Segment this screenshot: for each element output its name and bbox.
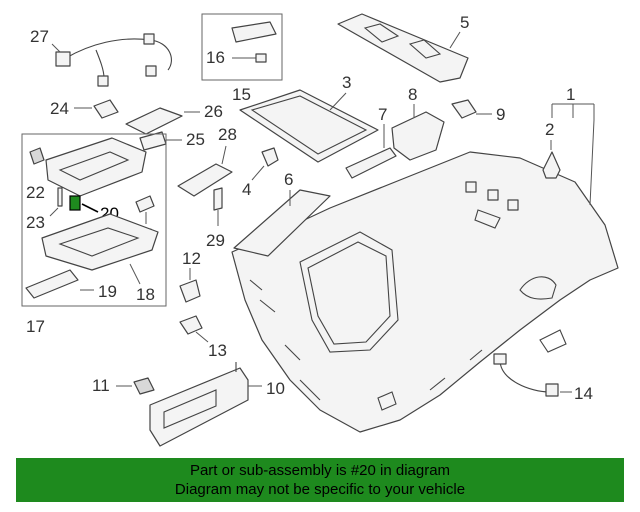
callout-22: 22	[26, 183, 45, 202]
screw-part-23	[57, 187, 63, 207]
clip-part-4	[261, 147, 279, 167]
part-24	[93, 99, 119, 119]
banner-line-2: Diagram may not be specific to your vehi…	[174, 481, 466, 498]
part-22	[29, 147, 45, 165]
assembly-box-17	[21, 133, 167, 307]
lens-part-19	[25, 269, 79, 299]
info-banner: Part or sub-assembly is #20 in diagram D…	[16, 458, 624, 502]
sunroof-panel-part-3	[239, 89, 379, 163]
callout-8: 8	[408, 85, 417, 104]
callout-29: 29	[206, 231, 225, 250]
bulb-part-16	[255, 53, 267, 63]
callout-14: 14	[574, 384, 593, 403]
callout-13: 13	[208, 341, 227, 360]
assembly-box-15	[201, 13, 283, 81]
callout-1: 1	[566, 85, 575, 104]
sun-visor-part-10	[149, 362, 249, 447]
part-12	[179, 279, 201, 303]
console-upper-part	[45, 137, 147, 197]
callout-24: 24	[50, 99, 69, 118]
part-25	[139, 131, 167, 151]
callout-27: 27	[30, 27, 49, 46]
callout-11: 11	[92, 376, 110, 395]
callout-7: 7	[378, 105, 387, 124]
callout-9: 9	[496, 105, 505, 124]
callout-5: 5	[460, 13, 469, 32]
headliner-part	[231, 151, 619, 433]
part-29	[213, 187, 223, 211]
console-lower-part-18	[41, 213, 159, 271]
callout-26: 26	[204, 102, 223, 121]
callout-17: 17	[26, 317, 45, 336]
highlighted-part-20	[69, 195, 99, 213]
callout-10: 10	[266, 379, 285, 398]
part-21	[135, 195, 155, 213]
part-9	[451, 99, 477, 119]
callout-18: 18	[136, 285, 155, 304]
part-28	[177, 163, 233, 197]
parts-diagram: 1 2 3 4 5 6 7 8 9 10 11 12	[21, 13, 619, 447]
roof-rail-part-5	[337, 13, 469, 83]
visor-clip-part-11	[133, 377, 155, 395]
callout-12: 12	[182, 249, 201, 268]
lamp-part-15	[231, 21, 277, 43]
callout-19: 19	[98, 282, 117, 301]
bracket-part-6	[233, 189, 331, 257]
callout-25: 25	[186, 130, 205, 149]
callout-3: 3	[342, 73, 351, 92]
part-7	[345, 147, 397, 179]
callout-6: 6	[284, 170, 293, 189]
bracket-part-26	[125, 107, 183, 135]
callout-4: 4	[242, 180, 251, 199]
banner-line-1: Part or sub-assembly is #20 in diagram	[189, 462, 451, 479]
callout-16: 16	[206, 48, 225, 67]
callout-2: 2	[545, 120, 554, 139]
callout-28: 28	[218, 125, 237, 144]
clip-part-2	[542, 151, 561, 179]
callout-15: 15	[232, 85, 251, 104]
part-13	[179, 315, 203, 335]
wire-part-14	[493, 353, 559, 397]
wiring-part-27	[55, 33, 172, 87]
callout-23: 23	[26, 213, 45, 232]
part-8	[391, 111, 445, 161]
